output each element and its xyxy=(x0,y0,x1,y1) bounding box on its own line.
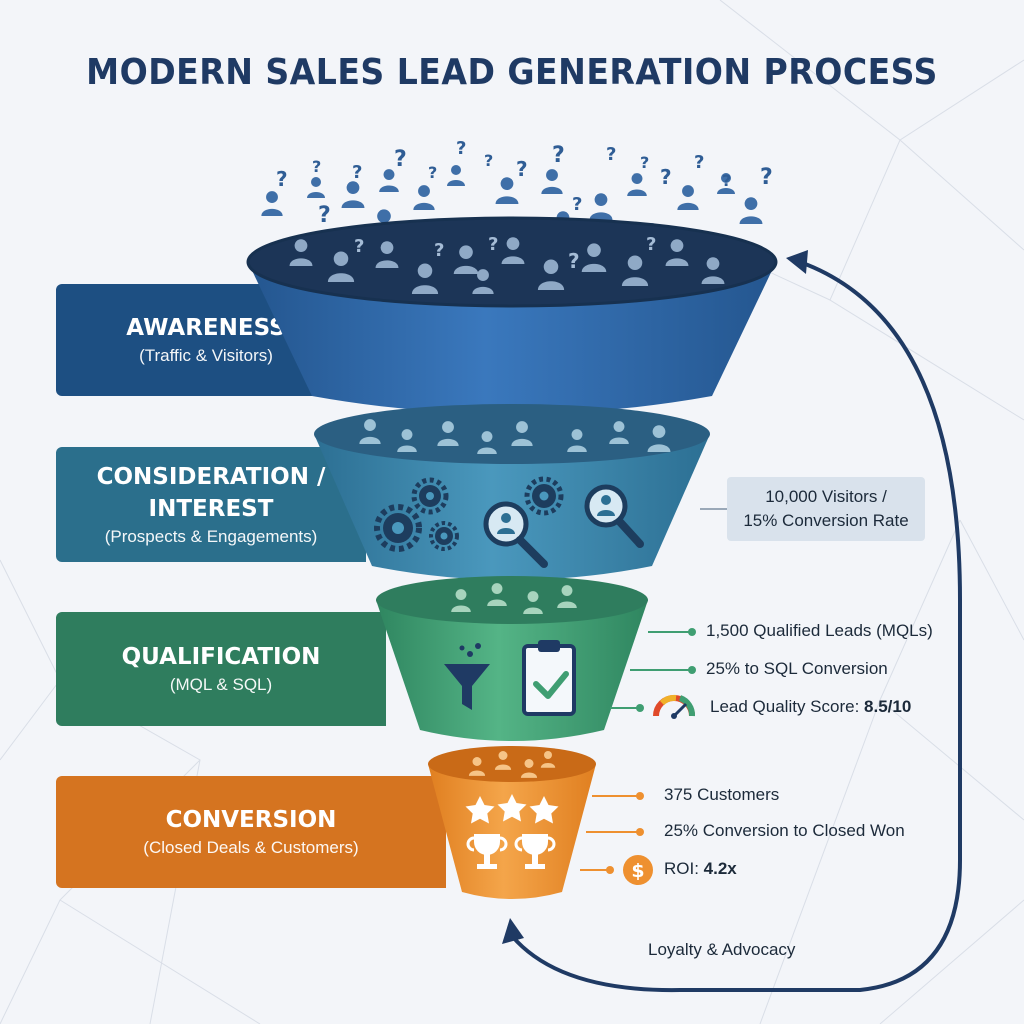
svg-text:?: ? xyxy=(568,249,580,273)
question-mark-icon: ? ? ? ? ? xyxy=(354,234,656,273)
stage-label-consideration: CONSIDERATION / INTEREST (Prospects & En… xyxy=(56,447,366,562)
filter-icon xyxy=(444,643,490,710)
dollar-icon: $ xyxy=(623,855,653,885)
question-mark-icon: ? ? ? ? ? ? ? ? ? ? ? ? ? ? ? ? ? xyxy=(276,138,773,228)
metric-customers: 375 Customers xyxy=(664,785,780,804)
stage-name: AWARENESS xyxy=(126,315,286,341)
metric-closed-won: 25% Conversion to Closed Won xyxy=(664,821,905,840)
metric-visitors: 10,000 Visitors / xyxy=(765,487,887,506)
svg-text:?: ? xyxy=(352,162,362,183)
stage-name-line2: INTEREST xyxy=(148,495,274,522)
stage-name-line1: CONSIDERATION / xyxy=(96,463,326,490)
svg-text:?: ? xyxy=(640,153,649,172)
svg-text:?: ? xyxy=(434,240,444,261)
metric-conversion-rate: 15% Conversion Rate xyxy=(743,511,909,530)
metric-lead-quality: Lead Quality Score: 8.5/10 xyxy=(710,697,911,717)
lead-quality-value: 8.5/10 xyxy=(864,697,912,716)
stage-label-qualification: QUALIFICATION (MQL & SQL) xyxy=(56,612,386,726)
funnel-tier-consideration-rim xyxy=(314,404,710,464)
metric-connectors xyxy=(580,508,727,874)
svg-text:?: ? xyxy=(606,144,616,165)
stage-name: CONVERSION xyxy=(165,807,337,833)
loyalty-loop-arrow xyxy=(510,260,962,993)
arrowhead-bottom xyxy=(502,918,524,944)
stage-name: QUALIFICATION xyxy=(121,644,321,670)
svg-text:?: ? xyxy=(318,203,331,228)
consideration-metric-box: 10,000 Visitors / 15% Conversion Rate xyxy=(727,477,925,541)
stage-subtitle: (Traffic & Visitors) xyxy=(139,346,273,365)
svg-text:?: ? xyxy=(552,143,565,168)
svg-text:?: ? xyxy=(394,147,407,172)
roi-value: 4.2x xyxy=(703,859,737,878)
metric-roi: ROI: 4.2x xyxy=(664,859,737,879)
svg-text:?: ? xyxy=(572,194,582,215)
stage-subtitle: (Closed Deals & Customers) xyxy=(143,838,359,857)
clipboard-check-icon xyxy=(522,640,576,716)
gear-icon xyxy=(374,476,564,552)
stage-subtitle: (MQL & SQL) xyxy=(169,675,273,694)
arrowhead-top xyxy=(786,250,808,274)
svg-text:?: ? xyxy=(276,167,288,191)
stage-subtitle: (Prospects & Engagements) xyxy=(104,526,318,546)
svg-text:?: ? xyxy=(354,236,364,257)
metric-qualified-leads: 1,500 Qualified Leads (MQLs) xyxy=(706,621,933,640)
svg-text:?: ? xyxy=(456,138,466,159)
trophy-icon xyxy=(466,834,556,869)
magnifier-person-icon xyxy=(483,484,644,568)
svg-text:?: ? xyxy=(428,163,437,182)
funnel-tier-conversion-rim xyxy=(428,746,596,782)
star-icon xyxy=(465,794,559,824)
svg-text:?: ? xyxy=(722,171,731,190)
svg-text:?: ? xyxy=(484,151,493,170)
funnel-tier-conversion xyxy=(428,764,596,899)
funnel-tier-qualification xyxy=(376,600,648,741)
roi-label: ROI: xyxy=(664,859,704,878)
page-title: MODERN SALES LEAD GENERATION PROCESS xyxy=(86,52,938,93)
svg-text:$: $ xyxy=(631,860,644,882)
svg-text:?: ? xyxy=(660,165,672,189)
svg-text:?: ? xyxy=(694,152,704,173)
metric-sql-conversion: 25% to SQL Conversion xyxy=(706,659,888,678)
lead-quality-label: Lead Quality Score: xyxy=(710,697,865,716)
svg-text:?: ? xyxy=(646,234,656,255)
svg-text:?: ? xyxy=(312,157,321,176)
svg-text:?: ? xyxy=(516,157,528,181)
svg-text:?: ? xyxy=(488,234,498,255)
gauge-icon xyxy=(653,694,695,719)
svg-text:?: ? xyxy=(760,165,773,190)
loyalty-advocacy-label: Loyalty & Advocacy xyxy=(648,940,796,959)
stage-label-conversion: CONVERSION (Closed Deals & Customers) xyxy=(56,776,446,888)
funnel-tier-qualification-rim xyxy=(376,576,648,624)
